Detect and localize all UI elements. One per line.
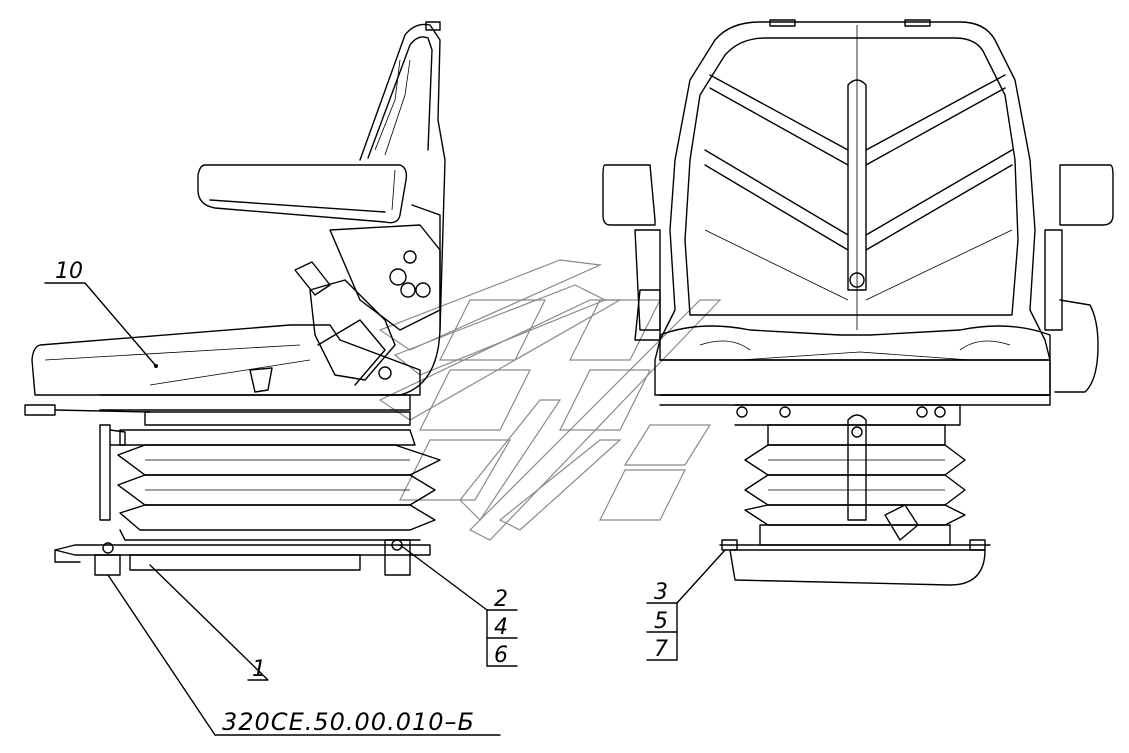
callout-3: 3 [654, 580, 668, 605]
leader-lines [44, 282, 726, 736]
callout-6: 6 [494, 643, 508, 668]
seat-front-view [602, 19, 1114, 586]
watermark-logo [378, 259, 722, 541]
callout-2: 2 [494, 587, 508, 612]
callout-labels: 10 1 2 4 6 3 5 7 320СЕ.50.00.010–Б [55, 259, 668, 736]
callout-7: 7 [654, 637, 668, 662]
callout-4: 4 [494, 615, 508, 640]
callout-1: 1 [252, 657, 266, 682]
seat-side-view [24, 21, 446, 576]
callout-10: 10 [55, 259, 83, 284]
drawing-code: 320СЕ.50.00.010–Б [222, 708, 475, 736]
callout-5: 5 [654, 609, 668, 634]
